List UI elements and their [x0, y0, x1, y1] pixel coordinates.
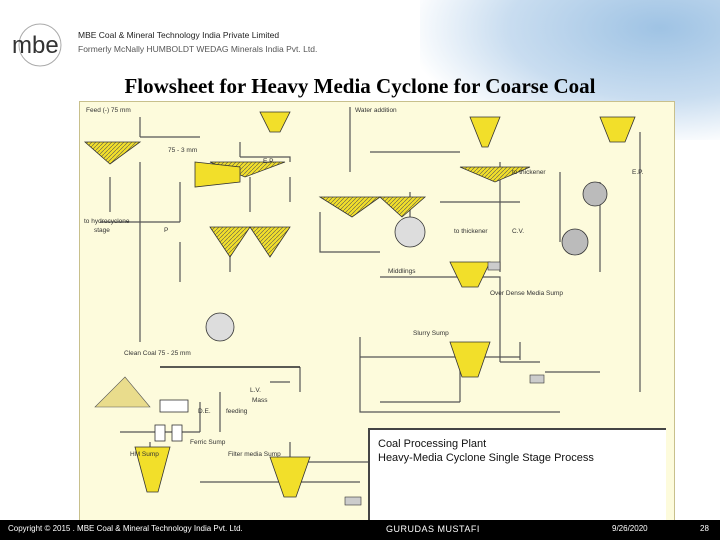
label-water-addition: Water addition	[355, 107, 397, 114]
flowsheet-legend: Coal Processing Plant Heavy-Media Cyclon…	[368, 428, 666, 520]
cone-dilute-sump	[269, 456, 311, 498]
label-to-thickener-top: to thickener	[512, 169, 546, 176]
label-over-dense-sump: Over Dense Media Sump	[490, 290, 563, 297]
label-feeding: feeding	[226, 408, 248, 415]
label-p: P	[164, 227, 168, 234]
legend-line-1: Coal Processing Plant	[378, 438, 487, 450]
footer-page-number: 28	[700, 524, 709, 533]
footer-copyright: Copyright © 2015 . MBE Coal & Mineral Te…	[8, 524, 243, 533]
magnetic-separator-2	[205, 312, 235, 342]
svg-text:mbe: mbe	[12, 32, 59, 59]
screen-mid-b	[249, 226, 291, 258]
pump-slurry	[529, 374, 545, 384]
screen-right	[459, 166, 531, 183]
label-ep-right: E.P.	[632, 169, 644, 176]
clean-coal-stockpile	[94, 376, 151, 408]
footer-bar: Copyright © 2015 . MBE Coal & Mineral Te…	[0, 520, 720, 540]
legend-line-2: Heavy-Media Cyclone Single Stage Process	[378, 452, 594, 464]
label-ferric-sump: Ferric Sump	[190, 439, 226, 446]
cyclone-right	[469, 116, 501, 148]
company-formerly: Formerly McNally HUMBOLDT WEDAG Minerals…	[78, 44, 318, 54]
label-size-75: 75 - 3 mm	[168, 147, 197, 154]
label-lv: L.V.	[250, 387, 261, 394]
pump-de	[159, 399, 189, 413]
cone-hm-sump	[134, 446, 171, 493]
screen-feed	[83, 141, 142, 165]
label-dilute-sump: Filter media Sump	[228, 451, 281, 458]
screen-clean-b	[378, 196, 427, 218]
diagram-labels: Feed (-) 75 mm Water addition 75 - 3 mm …	[84, 107, 644, 458]
company-block: MBE Coal & Mineral Technology India Priv…	[78, 30, 317, 54]
label-cv: C.V.	[512, 228, 524, 235]
magnetic-separator-1	[394, 216, 426, 248]
company-name: MBE Coal & Mineral Technology India Priv…	[78, 30, 280, 40]
label-clean-coal: Clean Coal 75 - 25 mm	[124, 350, 191, 357]
mbe-logo: mbe	[12, 23, 62, 67]
pump-overdense	[487, 261, 501, 271]
slide-title: Flowsheet for Heavy Media Cyclone for Co…	[124, 74, 596, 98]
screen-mid-a	[209, 226, 251, 258]
label-feed: Feed (-) 75 mm	[86, 107, 131, 114]
screen-clean-a	[318, 196, 382, 218]
magnetic-separator-4	[561, 228, 589, 256]
ferric-sump-box-2	[171, 424, 183, 442]
label-to-hydrocyclone: to hydrocyclone	[84, 218, 130, 225]
feed-bin	[259, 111, 291, 133]
hm-cyclone	[194, 161, 241, 188]
label-hm-sump: HM Sump	[130, 451, 159, 458]
label-slurry-sump: Slurry Sump	[413, 330, 449, 337]
pump-dilute	[344, 496, 362, 506]
label-mass: Mass	[252, 397, 268, 404]
label-to-thickener-mid: to thickener	[454, 228, 488, 235]
label-stage: stage	[94, 227, 110, 234]
ferric-sump-box-1	[154, 424, 166, 442]
label-middlings: Middlings	[388, 268, 416, 275]
magnetic-separator-3	[582, 181, 608, 207]
flowsheet-svg: Feed (-) 75 mm Water addition 75 - 3 mm …	[83, 107, 644, 506]
cone-right-top	[599, 116, 636, 143]
cone-overdense	[449, 261, 491, 288]
label-ep-left: E.P.	[263, 158, 275, 165]
equipment	[83, 111, 636, 506]
label-de: D.E.	[198, 408, 211, 415]
footer-date: 9/26/2020	[612, 524, 648, 533]
footer-author: GURUDAS MUSTAFI	[386, 524, 480, 534]
cone-slurry	[449, 341, 491, 378]
